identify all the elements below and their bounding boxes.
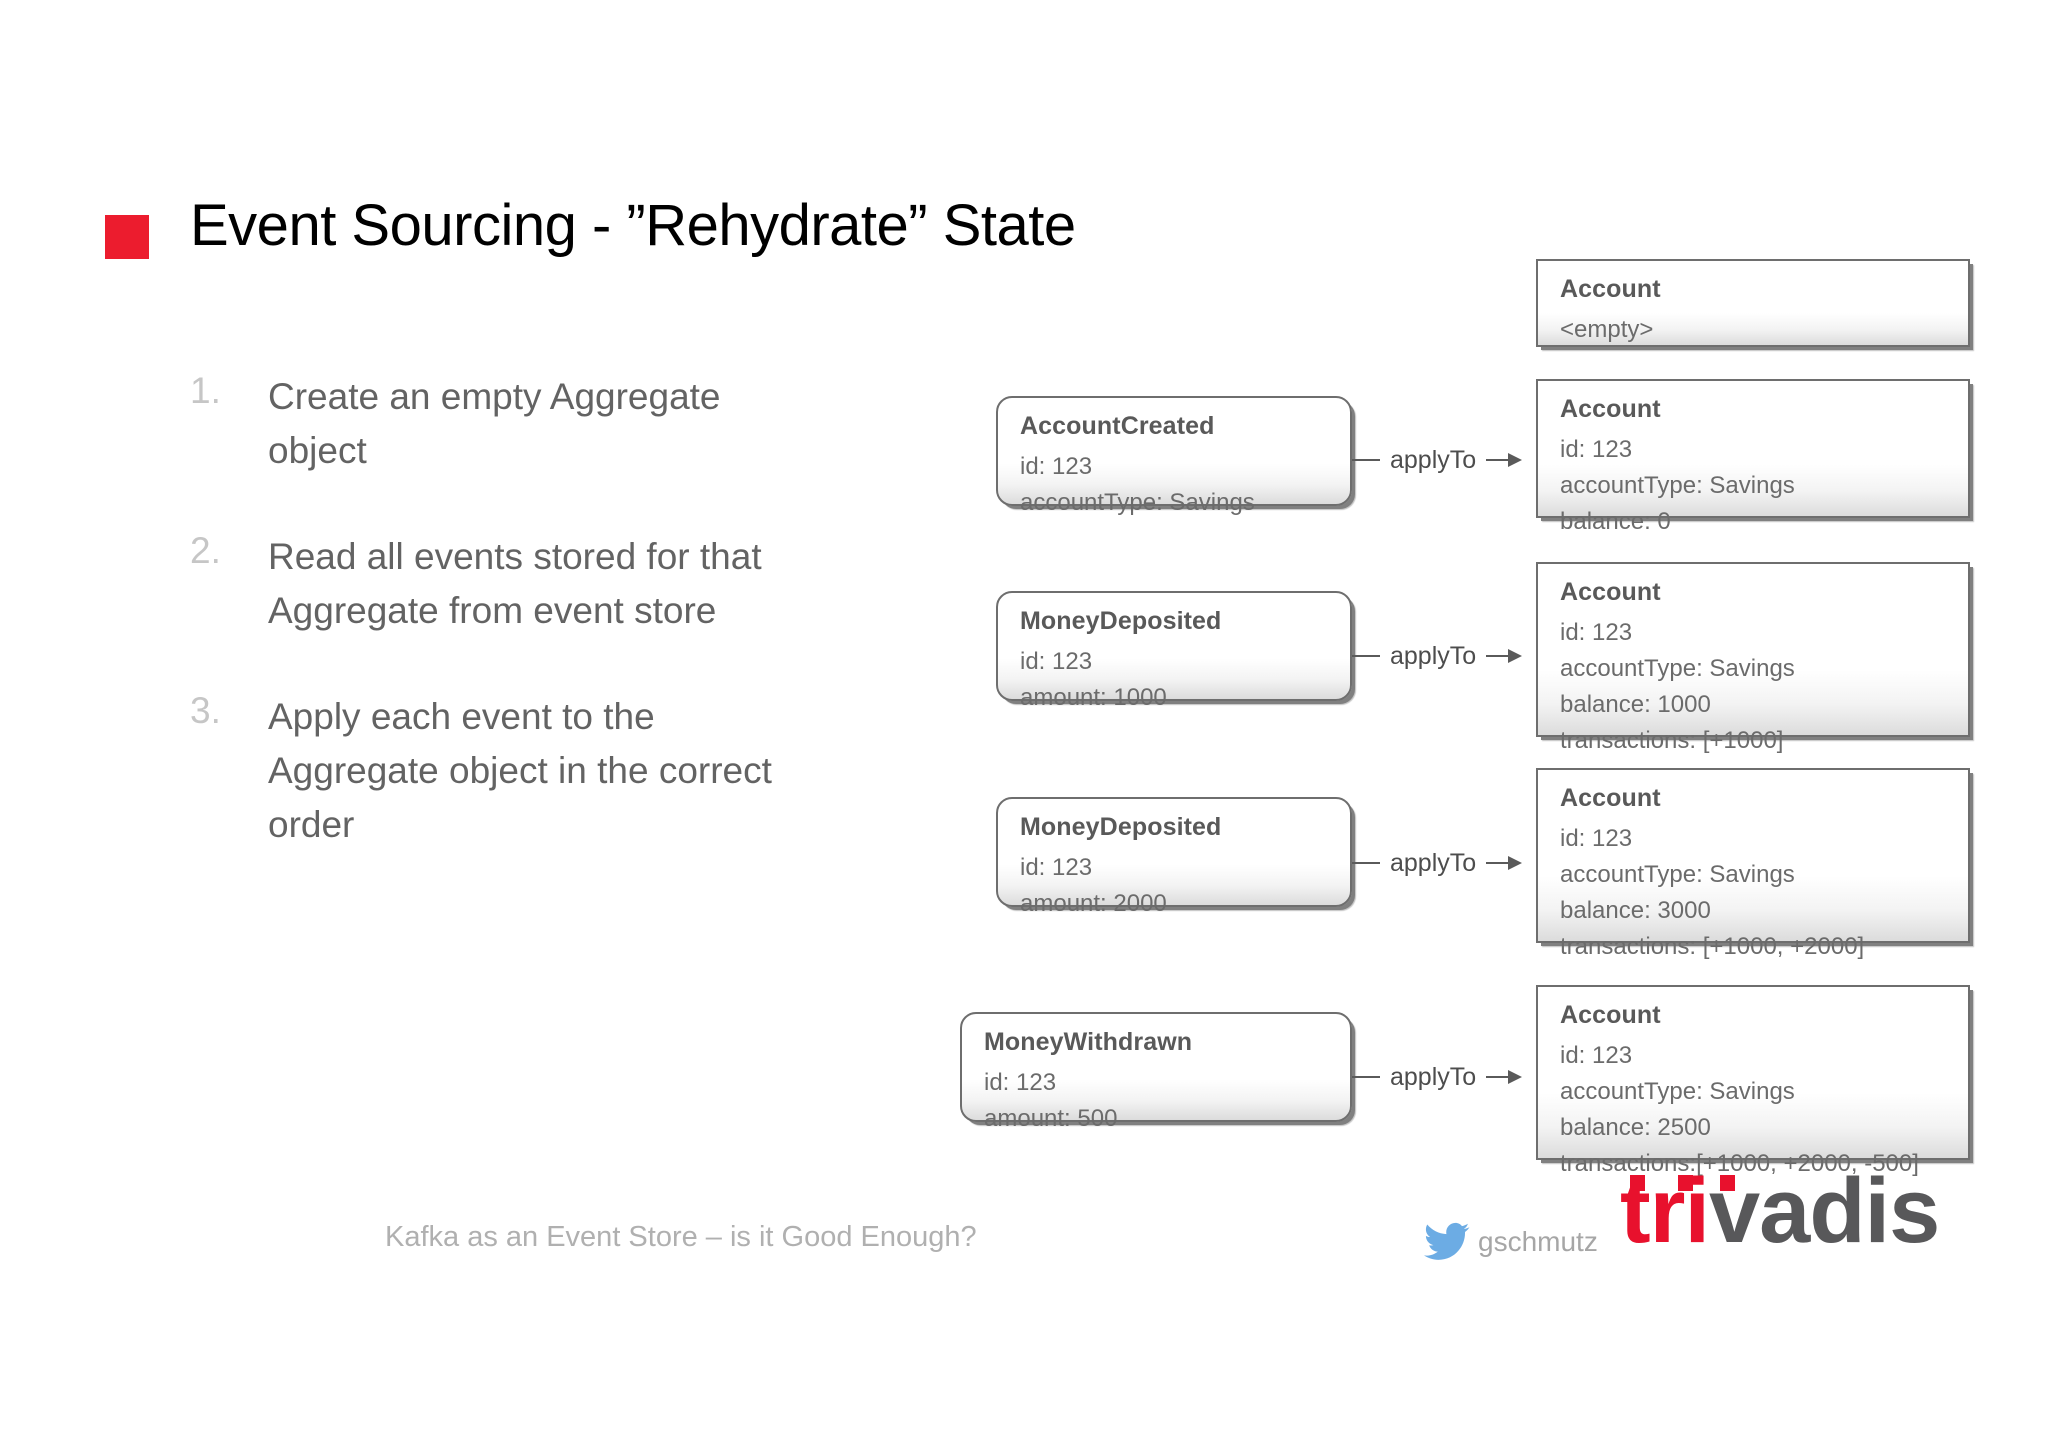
event-node-line: amount: 2000	[1020, 890, 1167, 917]
page-title: Event Sourcing - ”Rehydrate” State	[190, 193, 1076, 258]
state-node-line: accountType: Savings	[1560, 861, 1795, 888]
event-node-title: MoneyDeposited	[1020, 813, 1222, 841]
connector-arrow-icon	[1486, 1070, 1523, 1084]
list-item: 1. Create an empty Aggregate object	[190, 370, 810, 478]
event-node-line: id: 123	[1020, 453, 1093, 480]
state-node-line: balance: 3000	[1560, 897, 1711, 924]
trivadis-logo: trivadis	[1620, 1165, 1940, 1257]
event-node-accountcreated: AccountCreated id: 123 accountType: Savi…	[996, 396, 1352, 516]
connector-applyto-4: applyTo	[1352, 1057, 1536, 1097]
event-node-title: MoneyDeposited	[1020, 607, 1222, 635]
event-node-moneydeposited-1: MoneyDeposited id: 123 amount: 1000	[996, 591, 1352, 711]
connector-label: applyTo	[1390, 641, 1477, 670]
state-node-title: Account	[1560, 395, 1661, 423]
state-node-line: id: 123	[1560, 436, 1633, 463]
list-item-number: 3.	[190, 690, 221, 731]
state-node-line: balance: 0	[1560, 508, 1671, 535]
state-node-line: accountType: Savings	[1560, 655, 1795, 682]
connector-arrow-icon	[1486, 453, 1523, 467]
list-item-text: Apply each event to the Aggregate object…	[268, 696, 772, 845]
event-node-line: id: 123	[1020, 648, 1093, 675]
connector-applyto-3: applyTo	[1352, 843, 1536, 883]
connector-label: applyTo	[1390, 445, 1477, 474]
connector-arrow-icon	[1486, 856, 1523, 870]
event-node-title: AccountCreated	[1020, 412, 1215, 440]
state-node-title: Account	[1560, 1001, 1661, 1029]
event-node-line: id: 123	[984, 1069, 1057, 1096]
event-node-line: accountType: Savings	[1020, 489, 1255, 516]
twitter-bird-icon	[1424, 1222, 1470, 1260]
state-node-3: Account id: 123 accountType: Savings bal…	[1536, 768, 1970, 960]
list-item-number: 2.	[190, 530, 221, 571]
connector-line	[1352, 862, 1380, 864]
state-node-line: transactions: [+1000, +2000]	[1560, 933, 1865, 960]
title-bullet-square	[105, 215, 149, 259]
connector-applyto-2: applyTo	[1352, 636, 1536, 676]
footer-presentation-title: Kafka as an Event Store – is it Good Eno…	[385, 1221, 977, 1253]
state-node-line: accountType: Savings	[1560, 1078, 1795, 1105]
list-item: 2. Read all events stored for that Aggre…	[190, 530, 810, 638]
state-node-initial: Account <empty>	[1536, 259, 1970, 347]
twitter-handle-text: gschmutz	[1478, 1226, 1598, 1257]
connector-line	[1352, 655, 1380, 657]
state-node-line: balance: 1000	[1560, 691, 1711, 718]
state-node-line: balance: 2500	[1560, 1114, 1711, 1141]
state-node-2: Account id: 123 accountType: Savings bal…	[1536, 562, 1970, 754]
event-node-line: id: 123	[1020, 854, 1093, 881]
state-node-line: id: 123	[1560, 825, 1633, 852]
state-node-line: id: 123	[1560, 619, 1633, 646]
trivadis-logo-dot	[1678, 1175, 1693, 1191]
state-node-line: id: 123	[1560, 1042, 1633, 1069]
list-item: 3. Apply each event to the Aggregate obj…	[190, 690, 810, 852]
event-node-title: MoneyWithdrawn	[984, 1028, 1193, 1056]
event-node-line: amount: 1000	[1020, 684, 1167, 711]
connector-label: applyTo	[1390, 848, 1477, 877]
connector-applyto-1: applyTo	[1352, 440, 1536, 480]
connector-arrow-icon	[1486, 649, 1523, 663]
list-item-number: 1.	[190, 370, 221, 411]
trivadis-logo-dot	[1630, 1175, 1645, 1191]
event-node-moneydeposited-2: MoneyDeposited id: 123 amount: 2000	[996, 797, 1352, 917]
trivadis-logo-part-gray: vadis	[1709, 1160, 1940, 1262]
state-node-line: transactions: [+1000]	[1560, 727, 1784, 754]
list-item-text: Create an empty Aggregate object	[268, 376, 721, 471]
connector-line	[1352, 1076, 1380, 1078]
connector-line	[1352, 459, 1380, 461]
list-item-text: Read all events stored for that Aggregat…	[268, 536, 762, 631]
state-node-title: Account	[1560, 275, 1661, 303]
state-node-1: Account id: 123 accountType: Savings bal…	[1536, 379, 1970, 535]
state-node-line: accountType: Savings	[1560, 472, 1795, 499]
steps-list: 1. Create an empty Aggregate object 2. R…	[190, 370, 810, 904]
event-node-moneywithdrawn: MoneyWithdrawn id: 123 amount: 500	[960, 1012, 1352, 1132]
state-node-line: <empty>	[1560, 316, 1654, 343]
state-node-line: transactions:[+1000, +2000, -500]	[1560, 1150, 1919, 1177]
state-node-title: Account	[1560, 784, 1661, 812]
state-node-title: Account	[1560, 578, 1661, 606]
twitter-handle-group: gschmutz	[1424, 1222, 1598, 1262]
state-node-4: Account id: 123 accountType: Savings bal…	[1536, 985, 1970, 1177]
event-node-line: amount: 500	[984, 1105, 1118, 1132]
trivadis-logo-dot	[1720, 1175, 1735, 1191]
connector-label: applyTo	[1390, 1062, 1477, 1091]
